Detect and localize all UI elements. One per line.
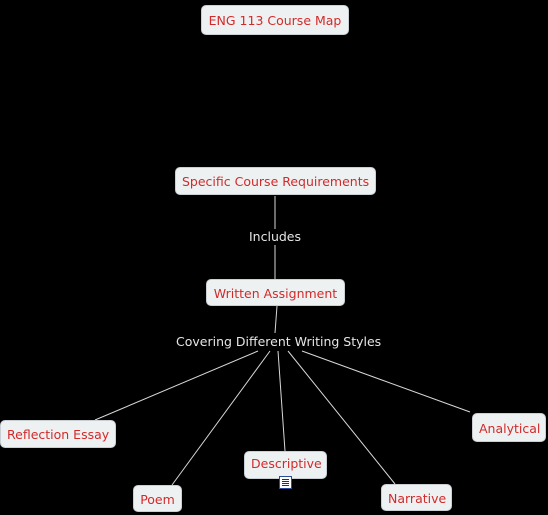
connector-covering-descriptive <box>277 350 286 452</box>
concept-reflection-essay[interactable]: Reflection Essay <box>0 420 116 448</box>
connector-written-covering <box>274 305 278 334</box>
map-title-node[interactable]: ENG 113 Course Map <box>201 5 349 35</box>
connector-covering-narrative <box>287 350 396 485</box>
connector-covering-poem <box>171 350 271 486</box>
connector-covering-reflection <box>94 350 259 421</box>
concept-poem[interactable]: Poem <box>133 485 182 512</box>
concept-specific-course-requirements[interactable]: Specific Course Requirements <box>175 167 376 195</box>
concept-narrative[interactable]: Narrative <box>381 484 452 511</box>
concept-analytical[interactable]: Analytical <box>472 413 546 442</box>
linking-phrase-covering-different-writing-styles: Covering Different Writing Styles <box>174 334 384 350</box>
concept-descriptive[interactable]: Descriptive <box>244 451 327 479</box>
linking-phrase-includes: Includes <box>247 229 304 245</box>
connector-covering-analytical <box>301 350 471 413</box>
concept-written-assignment[interactable]: Written Assignment <box>206 279 345 306</box>
document-icon[interactable] <box>279 476 292 489</box>
